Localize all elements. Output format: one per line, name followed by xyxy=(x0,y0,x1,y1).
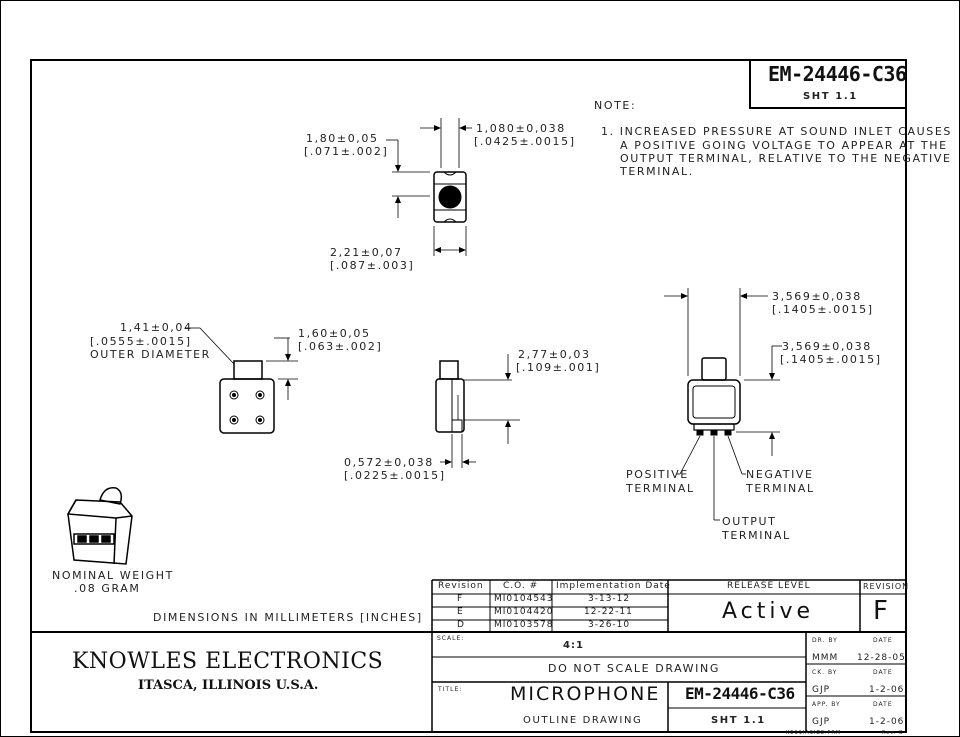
rev-header-revision: Revision xyxy=(438,581,484,591)
rev-row-2-rev: E xyxy=(457,607,464,617)
app-date-label: DATE xyxy=(873,701,893,708)
ck-by-label: CK. BY xyxy=(812,669,838,676)
dim-top-width-mm: 1,080±0,038 xyxy=(476,122,566,135)
ck-date-label: DATE xyxy=(873,669,893,676)
dim-right-width-mm: 3,569±0,038 xyxy=(772,290,862,303)
do-not-scale: DO NOT SCALE DRAWING xyxy=(548,662,720,675)
dim-top-width-in: [.0425±.0015] xyxy=(474,135,576,148)
ck-by-value: GJP xyxy=(812,685,831,695)
title-sub: OUTLINE DRAWING xyxy=(523,715,643,726)
ck-date-value: 1-2-06 xyxy=(869,685,905,695)
drawing-number-title: EM-24446-C36 xyxy=(685,684,795,703)
note-line-3: OUTPUT TERMINAL, RELATIVE TO THE NEGATIV… xyxy=(620,152,952,165)
output-terminal-label-2: TERMINAL xyxy=(722,529,791,542)
dim-top-bottom-in: [.087±.003] xyxy=(330,259,415,272)
sheet-number-header: SHT 1.1 xyxy=(803,91,858,102)
right-view xyxy=(664,288,782,521)
dim-front-height-mm: 1,60±0,05 xyxy=(298,327,371,340)
rev-row-1-date: 3-13-12 xyxy=(588,594,631,604)
rev-row-3-co: MI0103578 xyxy=(494,620,554,630)
positive-terminal-label-2: TERMINAL xyxy=(626,482,695,495)
dr-by-label: DR. BY xyxy=(812,637,838,644)
negative-terminal-label-1: NEGATIVE xyxy=(746,468,814,481)
note-line-2: A POSITIVE GOING VOLTAGE TO APPEAR AT TH… xyxy=(620,139,948,152)
front-view xyxy=(185,327,298,434)
rev-row-1-co: MI0104543 xyxy=(494,594,554,604)
dim-outer-diameter-label: OUTER DIAMETER xyxy=(90,348,211,361)
positive-terminal-label-1: POSITIVE xyxy=(626,468,689,481)
rev-row-2-co: MI0104420 xyxy=(494,607,554,617)
scale-value: 4:1 xyxy=(563,640,584,651)
side-view xyxy=(435,354,520,468)
nominal-weight-value: .08 GRAM xyxy=(74,582,141,595)
dim-right-height-in: [.1405±.0015] xyxy=(780,353,882,366)
units-note: DIMENSIONS IN MILLIMETERS [INCHES] xyxy=(153,611,423,624)
dim-outer-diameter-in: [.0555±.0015] xyxy=(90,335,192,348)
dim-side-height-mm: 2,77±0,03 xyxy=(518,348,591,361)
dr-date-value: 12-28-05 xyxy=(857,653,906,663)
dim-side-height-in: [.109±.001] xyxy=(516,361,601,374)
title-main: MICROPHONE xyxy=(510,683,661,705)
dim-top-height-mm: 1,80±0,05 xyxy=(306,132,379,145)
dim-top-height-in: [.071±.002] xyxy=(304,145,389,158)
negative-terminal-label-2: TERMINAL xyxy=(746,482,815,495)
sheet-number-title: SHT 1.1 xyxy=(711,715,766,726)
rev-row-1-rev: F xyxy=(457,594,464,604)
output-terminal-label-1: OUTPUT xyxy=(722,515,777,528)
company-name: KNOWLES ELECTRONICS xyxy=(72,649,384,674)
dr-by-value: MMM xyxy=(812,653,839,663)
note-heading: NOTE: xyxy=(594,99,637,112)
isometric-view xyxy=(66,487,133,565)
rev-row-2-date: 12-22-11 xyxy=(584,607,633,617)
dim-side-bottom-in: [.0225±.0015] xyxy=(344,469,446,482)
rev-row-3-rev: D xyxy=(457,620,465,630)
company-location: ITASCA, ILLINOIS U.S.A. xyxy=(138,678,319,693)
drawing-number-header: EM-24446-C36 xyxy=(768,62,907,86)
app-date-value: 1-2-06 xyxy=(869,717,905,727)
title-block xyxy=(31,579,906,732)
rev-header-co: C.O. # xyxy=(503,581,539,591)
dr-date-label: DATE xyxy=(873,637,893,644)
app-by-value: GJP xyxy=(812,717,831,727)
dim-outer-diameter-mm: 1,41±0,04 xyxy=(120,321,193,334)
dim-front-height-in: [.063±.002] xyxy=(298,340,383,353)
footer-file: KE11IASIZE.FRM xyxy=(786,730,842,736)
note-line-4: TERMINAL. xyxy=(620,165,694,178)
release-level-label: RELEASE LEVEL xyxy=(727,581,811,591)
rev-header-date: Implementation Date xyxy=(556,581,671,591)
scale-label: SCALE: xyxy=(437,635,465,642)
revision-value: F xyxy=(873,596,888,626)
dim-side-bottom-mm: 0,572±0,038 xyxy=(344,456,434,469)
dim-right-height-mm: 3,569±0,038 xyxy=(782,340,872,353)
release-level-value: Active xyxy=(722,599,815,624)
rev-row-3-date: 3-26-10 xyxy=(588,620,631,630)
dim-top-bottom-mm: 2,21±0,07 xyxy=(330,246,403,259)
footer-rev: Rev. B xyxy=(882,730,904,736)
dim-right-width-in: [.1405±.0015] xyxy=(772,303,874,316)
nominal-weight-label: NOMINAL WEIGHT xyxy=(52,569,174,582)
app-by-label: APP. BY xyxy=(812,701,841,708)
note-line-1: 1. INCREASED PRESSURE AT SOUND INLET CAU… xyxy=(601,125,953,138)
revision-label: REVISION xyxy=(863,582,910,591)
top-view xyxy=(386,118,472,256)
title-label: TITLE: xyxy=(438,686,463,693)
